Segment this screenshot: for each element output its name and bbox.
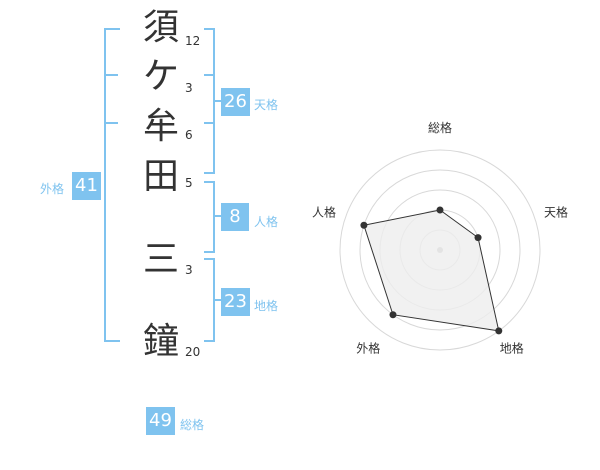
radar-point-2 xyxy=(474,234,482,242)
radar-axis-label: 総格 xyxy=(428,120,452,135)
bracket-tick xyxy=(106,74,118,76)
name-char-1: 須 xyxy=(142,7,179,48)
radar-ring xyxy=(339,149,541,351)
name-char-6: 鐘 xyxy=(142,321,179,362)
radar-point-3 xyxy=(495,327,503,335)
radar-axis-label: 地格 xyxy=(500,341,524,356)
soukaku-badge: 49 xyxy=(146,407,175,435)
tenkaku-badge: 26 xyxy=(221,88,250,116)
chikaku-badge: 23 xyxy=(221,288,250,316)
radar-points xyxy=(360,206,503,335)
name-char-5: 三 xyxy=(142,239,179,280)
tenkaku-connector xyxy=(213,100,221,102)
gaikaku-label: 外格 xyxy=(40,182,65,196)
stroke-count-1: 12 xyxy=(185,34,201,48)
jinkaku-connector xyxy=(213,215,221,217)
chikaku-label: 地格 xyxy=(254,299,279,313)
jinkaku-badge: 8 xyxy=(221,203,249,231)
tenkaku-label: 天格 xyxy=(254,98,279,112)
radar-point-4 xyxy=(389,311,397,319)
bracket-tick xyxy=(106,122,118,124)
radar-axis-label: 天格 xyxy=(544,204,568,219)
stroke-count-2: 3 xyxy=(185,81,193,95)
bracket-tick xyxy=(204,122,213,124)
name-char-3: 牟 xyxy=(142,106,179,147)
stroke-count-3: 6 xyxy=(185,128,193,142)
radar-axis-label: 人格 xyxy=(312,204,336,219)
stroke-count-6: 20 xyxy=(185,345,201,359)
radar-ring xyxy=(359,169,521,331)
radar-point-1 xyxy=(436,206,444,214)
stroke-count-4: 5 xyxy=(185,176,193,190)
radar-axis-label: 外格 xyxy=(356,341,380,356)
jinkaku-bracket xyxy=(204,181,215,253)
jinkaku-label: 人格 xyxy=(254,215,279,229)
gaikaku-badge: 41 xyxy=(72,172,101,200)
stroke-count-5: 3 xyxy=(185,263,193,277)
soukaku-label: 総格 xyxy=(180,418,205,432)
name-char-4: 田 xyxy=(142,156,179,197)
chikaku-connector xyxy=(213,299,221,301)
bracket-tick xyxy=(204,74,213,76)
gaikaku-bracket xyxy=(104,28,120,342)
radar-data-polygon xyxy=(363,209,500,332)
radar-point-5 xyxy=(360,221,368,229)
name-char-2: ケ xyxy=(142,56,179,97)
